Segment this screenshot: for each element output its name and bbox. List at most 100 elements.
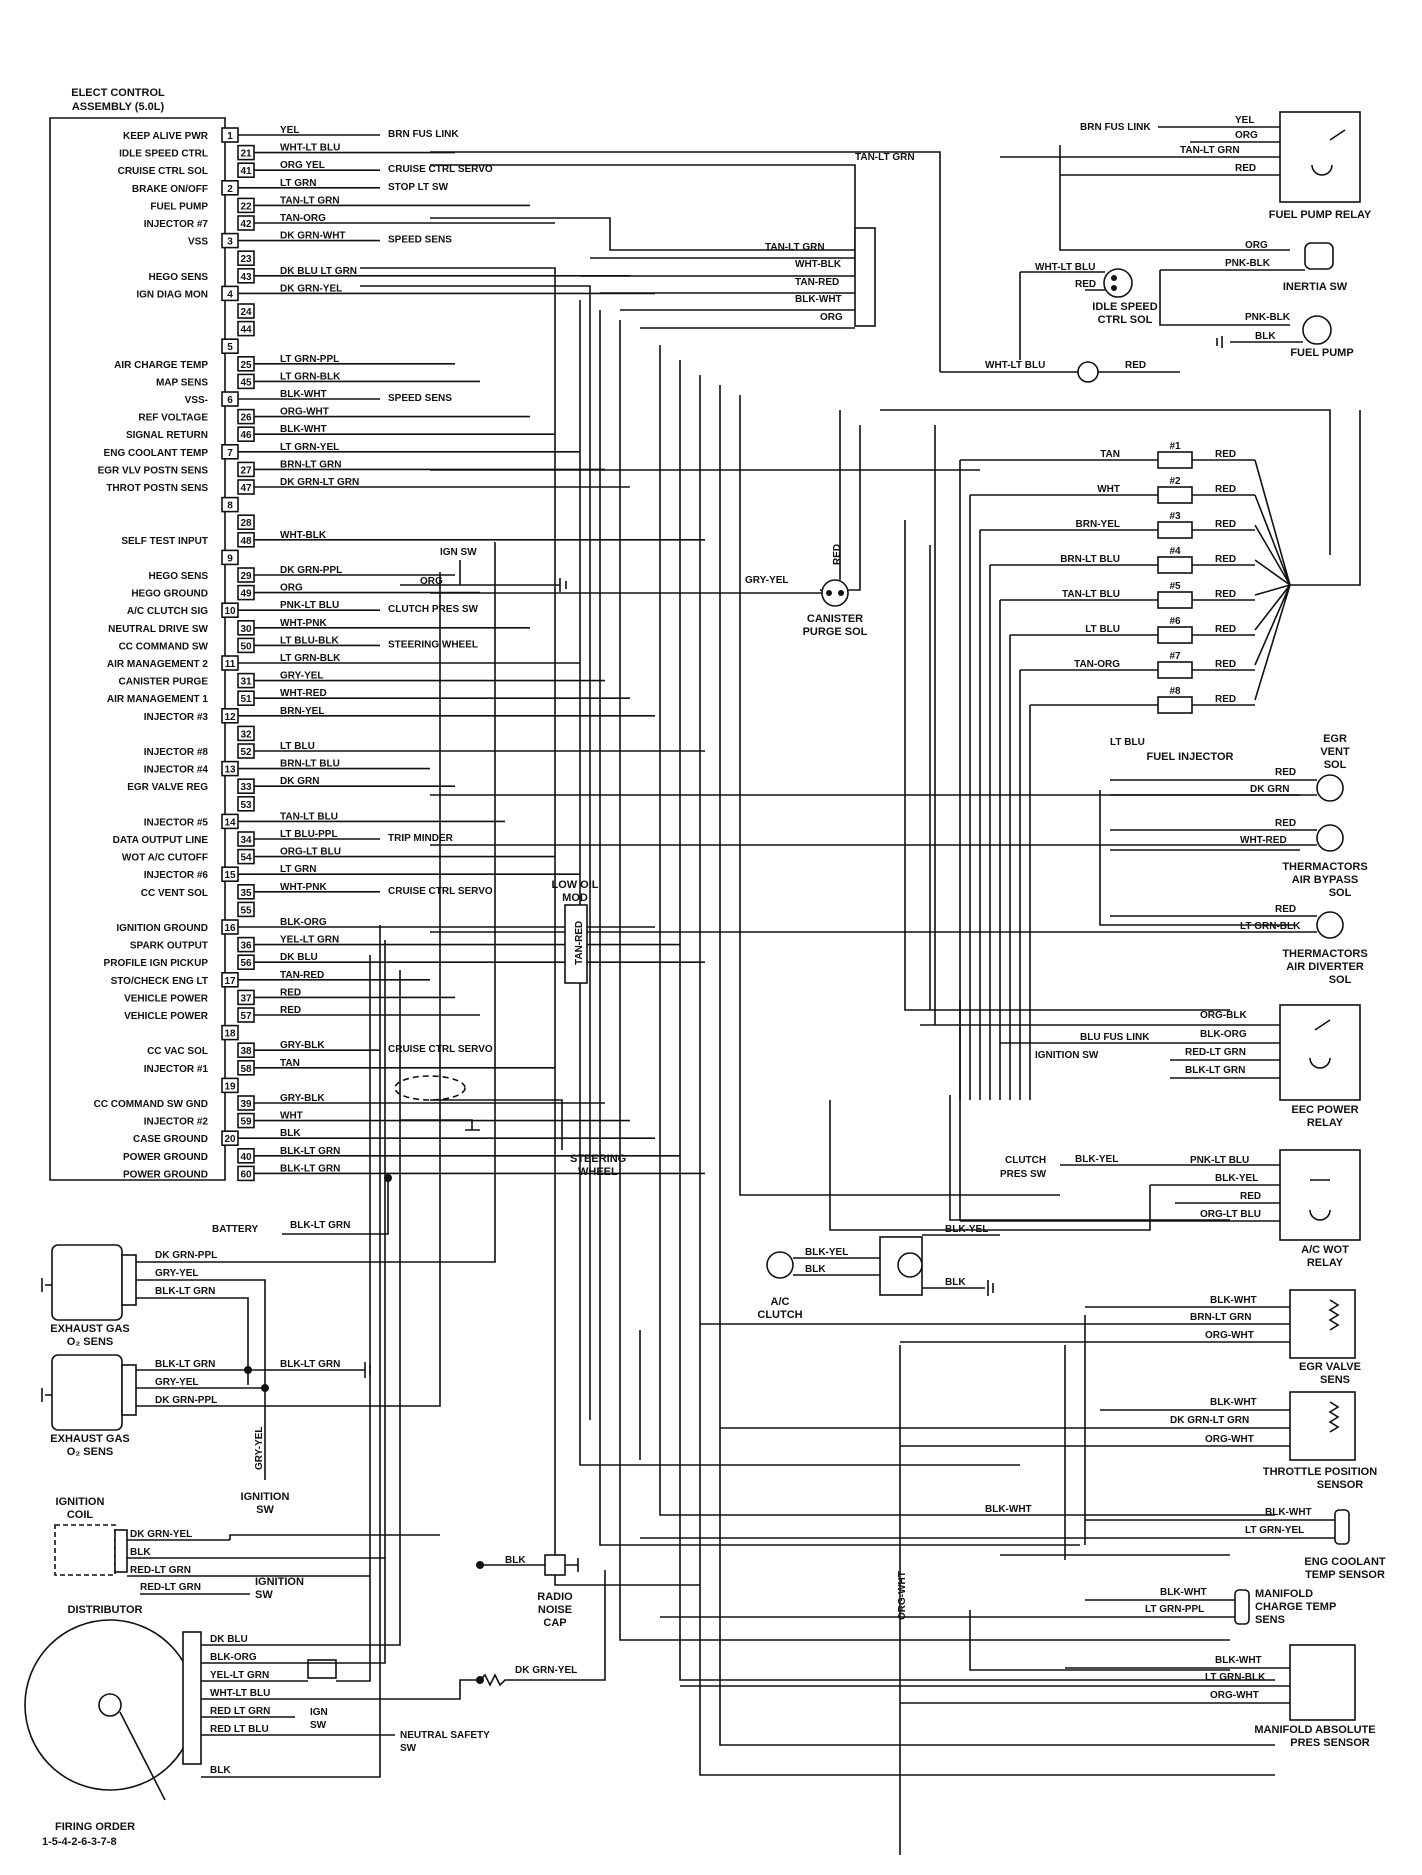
ac-clutch-blk-yel: BLK-YEL	[805, 1247, 848, 1258]
ignition-coil-name-1: IGNITION	[56, 1496, 105, 1508]
ecu-pin-number: 49	[240, 589, 252, 600]
firing-order-value: 1-5-4-2-6-3-7-8	[42, 1836, 117, 1848]
ecu-pin-color: TAN-ORG	[280, 213, 326, 224]
diode: WHT-LT BLU RED	[939, 245, 1180, 383]
ecu-pin-row: 24	[237, 303, 255, 319]
relay-red: RED	[1235, 163, 1256, 174]
ecu-pin-label: INJECTOR #2	[144, 1117, 209, 1128]
ecu-title-line2: ASSEMBLY (5.0L)	[72, 101, 165, 113]
injector-number: #7	[1169, 651, 1181, 662]
ecu-pin-label: INJECTOR #4	[144, 765, 209, 776]
wire-trunk-c	[360, 267, 700, 1586]
fuel-pump: FUEL PUMP PNK-BLK BLK	[1216, 312, 1354, 359]
ecu-pin-number: 30	[240, 624, 252, 635]
ecu-pin-row: 19	[221, 1077, 239, 1094]
canister-pin-a	[826, 590, 832, 596]
injector-wire	[969, 494, 1255, 1100]
conn-wire-3: TAN-RED	[795, 277, 839, 288]
ecu-pin-color: DK GRN-PPL	[280, 565, 342, 576]
exhaust1-connector	[121, 1254, 137, 1306]
ecu-pin-number: 2	[227, 184, 233, 195]
ignition-coil-connector	[114, 1529, 128, 1573]
exhaust1-ground-icon	[41, 1278, 52, 1292]
fuel-pump-name: FUEL PUMP	[1290, 347, 1353, 359]
fuel-pump-relay-box	[1279, 111, 1361, 203]
coil-dk-grn-yel: DK GRN-YEL	[130, 1529, 192, 1540]
dist-neutral-1: NEUTRAL SAFETY	[400, 1730, 490, 1741]
relay-wire-4	[1059, 145, 1290, 251]
dist-ign-sw-2: SW	[310, 1720, 327, 1731]
injector-number: #8	[1169, 686, 1181, 697]
ecu-pin-label: IGN DIAG MON	[136, 289, 208, 300]
injector-number: #6	[1169, 616, 1181, 627]
ecu-pin-number: 59	[240, 1117, 252, 1128]
ignition-coil: IGNITION COIL DK GRN-YEL BLK RED-LT GRN …	[54, 1496, 440, 1601]
ecu-pin-label: AIR CHARGE TEMP	[114, 360, 208, 371]
brn-fus-link: BRN FUS LINK	[1080, 122, 1151, 133]
battery-junction	[384, 1174, 392, 1182]
ecu-pin-number: 34	[240, 835, 252, 846]
ecu-pin-number: 18	[224, 1029, 236, 1040]
ecu-pin-label: INJECTOR #3	[144, 712, 209, 723]
injector-body	[1157, 486, 1193, 504]
charge-temp-lt-grn-ppl: LT GRN-PPL	[1145, 1604, 1204, 1615]
egr-valve-org-wht: ORG-WHT	[1205, 1330, 1254, 1341]
fuel-pump-body	[1302, 315, 1332, 345]
dist-blk-org: BLK-ORG	[210, 1652, 257, 1663]
ecu-pin-number: 50	[240, 641, 252, 652]
idle-sol-name-1: IDLE SPEED	[1092, 301, 1157, 313]
canister-purge-body	[821, 579, 849, 607]
wire-trunk-a	[430, 164, 856, 250]
throttle-wires	[720, 1409, 1290, 1447]
eec-blk-org: BLK-ORG	[1200, 1029, 1247, 1040]
fuel-pump-relay-name: FUEL PUMP RELAY	[1269, 209, 1372, 221]
ac-wot-name-1: A/C WOT	[1301, 1244, 1349, 1256]
exhaust2-body	[51, 1354, 123, 1431]
ecu-pin-color: RED	[280, 987, 301, 998]
distributor-rotor	[98, 1693, 122, 1717]
ecu-pin-label: THROT POSTN SENS	[106, 483, 208, 494]
ecu-pin-label: PROFILE IGN PICKUP	[104, 958, 209, 969]
map-org-wht: ORG-WHT	[1210, 1690, 1259, 1701]
ecu-pin-row: 53	[237, 795, 255, 812]
ecu-pin-box	[221, 1077, 239, 1094]
exhaust1-body	[51, 1244, 123, 1321]
ecu-pin-number: 10	[224, 606, 236, 617]
throttle-name-1: THROTTLE POSITION	[1263, 1466, 1377, 1478]
dist-blk: BLK	[210, 1765, 231, 1776]
ecu-pin-destination: SPEED SENS	[388, 393, 452, 404]
ecu-pin-box	[237, 320, 255, 337]
exhaust2-blk-lt-grn: BLK-LT GRN	[155, 1359, 215, 1370]
exhaust2-dk-grn-ppl: DK GRN-PPL	[155, 1395, 217, 1406]
wire-trunk-d	[360, 285, 591, 1420]
ecu-pin-label: SIGNAL RETURN	[126, 430, 208, 441]
harness-connector: TAN-LT GRN WHT-BLK TAN-RED BLK-WHT ORG	[580, 227, 876, 329]
canister-red: RED	[832, 544, 843, 565]
injector-out-color: RED	[1215, 484, 1236, 495]
ecu-pin-label: CC COMMAND SW GND	[94, 1099, 208, 1110]
charge-temp-name-3: SENS	[1255, 1614, 1285, 1626]
injector-wire	[959, 459, 1255, 1100]
map-sensor-box	[1289, 1644, 1356, 1721]
air-bypass-red: RED	[1275, 818, 1296, 829]
dist-dk-blu: DK BLU	[210, 1634, 248, 1645]
injector-out-color: RED	[1215, 624, 1236, 635]
conn-wire-4: BLK-WHT	[795, 294, 842, 305]
ecu-pin-number: 57	[240, 1011, 252, 1022]
coolant-wires	[640, 1519, 1335, 1539]
ecu-pin-color: DK GRN-YEL	[280, 283, 342, 294]
air-diverter-name-3: SOL	[1329, 974, 1352, 986]
idle-sol-pin-b	[1111, 285, 1117, 291]
